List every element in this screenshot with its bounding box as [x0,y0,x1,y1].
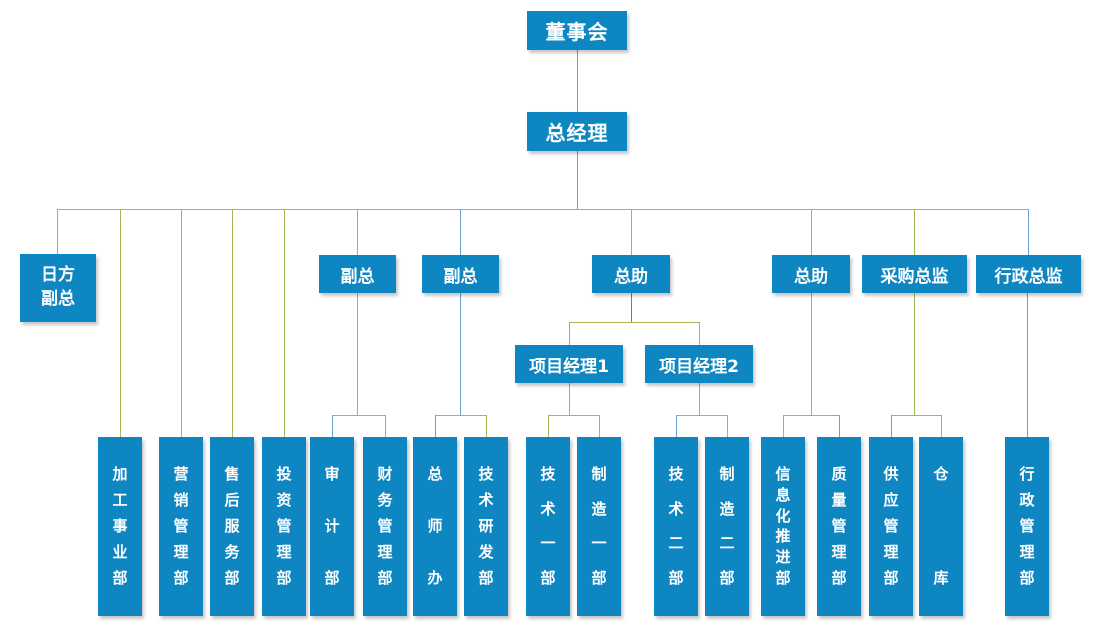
dept-manufacturing-1: 制造一部 [577,437,621,616]
connector-bar-dept-processing [120,209,121,437]
dept-investment: 投资管理部 [262,437,306,616]
connector-pm1-stub [569,322,570,345]
dept-manufacturing-2: 制造二部 [705,437,749,616]
connector-bar-deputy-2 [460,209,461,255]
node-procurement-director: 采购总监 [862,255,967,293]
connector-stub-tech-2 [676,415,677,437]
connector-pm-bar [569,322,699,323]
connector-stub-manufacturing-1 [599,415,600,437]
connector-stub-rnd [486,415,487,437]
node-board: 董事会 [527,11,627,50]
connector-admin-director-down [1027,293,1028,437]
connector-stub-tech-1 [548,415,549,437]
node-assistant-1: 总助 [592,255,670,293]
connector-stub-manufacturing-2 [727,415,728,437]
connector-subbar-deputy-1 [332,415,385,416]
connector-stub-audit [332,415,333,437]
connector-stub-warehouse [941,415,942,437]
node-general-manager: 总经理 [527,112,627,151]
connector-subbar-pm2 [676,415,727,416]
connector-bar-deputy-1 [357,209,358,255]
connector-bar-assistant-2 [811,209,812,255]
node-deputy-2: 副总 [422,255,499,293]
connector-subbar-deputy-2 [435,415,486,416]
connector-pm2-stub [699,322,700,345]
dept-tech-1: 技术一部 [526,437,570,616]
connector-bar-dept-after-sales [232,209,233,437]
connector-pm2-down [699,383,700,415]
node-japan-deputy: 日方 副总 [20,254,96,322]
dept-finance: 财务管理部 [363,437,407,616]
connector-subbar-procurement [891,415,941,416]
dept-admin: 行政管理部 [1005,437,1049,616]
connector-deputy-2-down [460,293,461,415]
connector-gm-bar [577,151,578,209]
node-deputy-1: 副总 [319,255,396,293]
connector-bar-assistant-1 [631,209,632,255]
connector-assistant-1-down [631,293,632,322]
node-project-manager-1: 项目经理1 [515,345,623,383]
connector-bar-admin-director [1028,209,1029,255]
connector-bar-procurement [914,209,915,255]
connector-stub-finance [385,415,386,437]
dept-processing-division: 加工事业部 [98,437,142,616]
connector-stub-supply [891,415,892,437]
dept-marketing: 营销管理部 [159,437,203,616]
dept-rnd: 技术研发部 [464,437,508,616]
connector-assistant-2-down [811,293,812,415]
dept-tech-2: 技术二部 [654,437,698,616]
connector-stub-it-promotion [783,415,784,437]
dept-after-sales: 售后服务部 [210,437,254,616]
dept-supply: 供应管理部 [869,437,913,616]
connector-procurement-down [914,293,915,415]
dept-it-promotion: 信息化推进部 [761,437,805,616]
connector-main-bar [57,209,1029,210]
connector-board-gm [577,50,578,112]
connector-stub-chief-engineer [435,415,436,437]
node-admin-director: 行政总监 [976,255,1081,293]
node-assistant-2: 总助 [772,255,850,293]
connector-pm1-down [569,383,570,415]
connector-stub-quality [839,415,840,437]
dept-chief-engineer-office: 总师办 [413,437,457,616]
connector-bar-japan-deputy [57,209,58,254]
node-project-manager-2: 项目经理2 [645,345,753,383]
connector-subbar-assistant-2 [783,415,839,416]
connector-bar-dept-investment [284,209,285,437]
connector-bar-dept-marketing [181,209,182,437]
connector-deputy-1-down [357,293,358,415]
dept-warehouse: 仓库 [919,437,963,616]
dept-audit: 审计部 [310,437,354,616]
dept-quality: 质量管理部 [817,437,861,616]
connector-subbar-pm1 [548,415,599,416]
